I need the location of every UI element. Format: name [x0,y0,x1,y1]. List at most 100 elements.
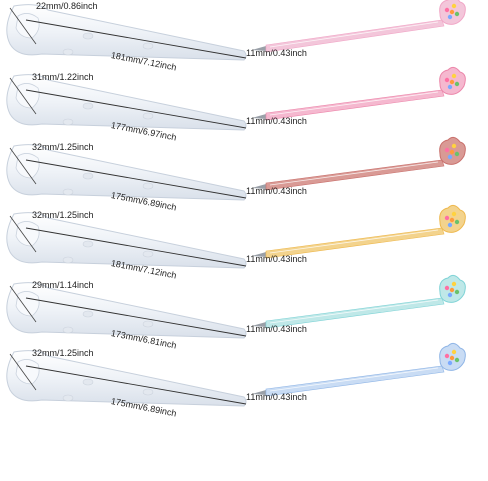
product-row [6,342,466,407]
charm-decoration [451,3,457,9]
pen-tip [252,390,266,395]
charm-decoration [447,222,453,228]
charm-decoration [454,357,460,363]
charm-decoration [447,154,453,160]
width-measure-line [9,147,37,185]
pen-highlight [269,367,439,392]
mold-head-cavity [15,153,40,179]
mold-head-cavity [15,291,40,317]
product-row [6,136,466,201]
resin-mold [6,144,247,201]
tip-dimension-label: 11mm/0.43inch [246,324,307,334]
mold-body [6,4,247,61]
charm-decoration [449,287,455,293]
charm-decoration [444,147,450,153]
length-measure-line [25,297,247,337]
mold-lug [62,188,74,196]
product-row [6,204,466,269]
width-measure-line [9,353,37,391]
charm-decoration [449,217,455,223]
tip-dimension-label: 11mm/0.43inch [246,186,307,196]
charm-decoration [451,143,457,149]
pen-tip [252,252,266,257]
tip-dimension-label: 11mm/0.43inch [246,254,307,264]
mold-head-cavity [15,221,40,247]
pen-highlight [269,229,439,254]
resin-pen [252,342,466,397]
charm-decoration [454,81,460,87]
mold-head-cavity [15,359,40,385]
width-measure-line [9,7,37,45]
resin-pen [252,274,466,329]
mold-lug [62,118,74,126]
charm-decoration [454,11,460,17]
mold-lug [62,256,74,264]
pen-highlight [269,161,439,186]
charm-decoration [444,215,450,221]
width-measure-line [9,77,37,115]
product-row [6,274,466,339]
length-measure-line [25,159,247,199]
tip-dimension-label: 11mm/0.43inch [246,116,307,126]
mold-body [6,212,247,269]
pen-tip [252,184,266,189]
mold-lug [82,378,94,386]
charm-decoration [444,77,450,83]
charm-decoration [447,84,453,90]
resin-pen [252,66,466,121]
mold-lug [62,394,74,402]
mold-lug [142,250,154,258]
mold-lug [142,320,154,328]
charm-decoration [447,14,453,20]
width-measure-line [9,215,37,253]
pen-highlight [269,21,439,48]
charm-decoration [449,355,455,361]
charm-decoration [451,281,457,287]
charm-decoration [444,285,450,291]
mold-body [6,282,247,339]
width-dimension-label: 32mm/1.25inch [32,348,94,358]
charm-decoration [444,353,450,359]
charm-decoration [451,349,457,355]
charm-decoration [454,289,460,295]
mold-body [6,350,247,407]
mold-lug [82,240,94,248]
resin-mold [6,4,247,61]
length-measure-line [25,365,247,405]
mold-lug [82,310,94,318]
charm-decoration [449,79,455,85]
tip-dimension-label: 11mm/0.43inch [246,392,307,402]
length-measure-line [25,89,247,129]
charm-decoration [454,151,460,157]
mold-body [6,74,247,131]
width-dimension-label: 22mm/0.86inch [36,1,98,11]
pen-tip [252,322,266,327]
charm-decoration [451,211,457,217]
charm-decoration [444,7,450,13]
mold-body [6,144,247,201]
pen-tip [252,46,266,51]
width-measure-line [9,285,37,323]
mold-lug [82,32,94,40]
mold-lug [142,42,154,50]
width-dimension-label: 31mm/1.22inch [32,72,94,82]
width-dimension-label: 29mm/1.14inch [32,280,94,290]
resin-pen [252,0,466,53]
mold-lug [62,326,74,334]
length-measure-line [25,227,247,267]
charm-decoration [447,360,453,366]
charm-decoration [449,9,455,15]
charm-decoration [454,219,460,225]
charm-decoration [451,73,457,79]
product-row [6,66,466,131]
tip-dimension-label: 11mm/0.43inch [246,48,307,58]
mold-lug [142,182,154,190]
charm-decoration [447,292,453,298]
pen-tip [252,114,266,119]
mold-head-cavity [15,13,40,39]
length-measure-line [25,19,247,59]
resin-mold [6,212,247,269]
resin-mold [6,350,247,407]
